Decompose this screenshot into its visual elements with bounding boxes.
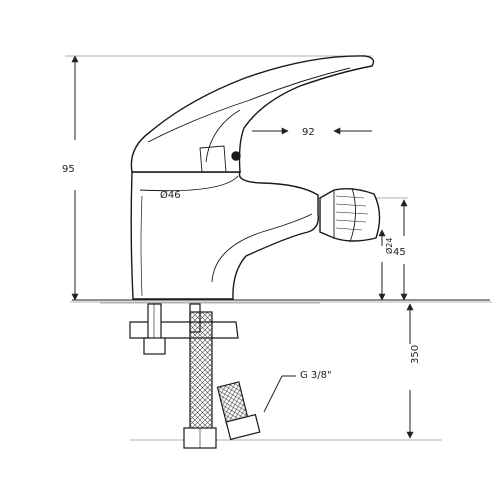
dim-hose-length-label: 350 bbox=[410, 345, 421, 364]
dimension-lines bbox=[71, 55, 414, 439]
dim-spout-reach-label: 92 bbox=[302, 127, 315, 138]
aerator-outlet bbox=[319, 187, 381, 243]
mounting-studs bbox=[129, 303, 239, 355]
dim-body-diameter-label: Ø46 bbox=[160, 189, 181, 201]
thread-spec-label: G 3/8" bbox=[300, 370, 332, 381]
flex-hoses bbox=[183, 311, 261, 449]
dim-height-total-label: 95 bbox=[62, 164, 75, 175]
dim-outlet-height-label: 45 bbox=[393, 247, 406, 258]
dim-outlet-diameter-label: Ø24 bbox=[384, 238, 394, 254]
countertop bbox=[72, 299, 490, 304]
lever-handle bbox=[130, 55, 375, 173]
faucet-body bbox=[130, 171, 319, 300]
